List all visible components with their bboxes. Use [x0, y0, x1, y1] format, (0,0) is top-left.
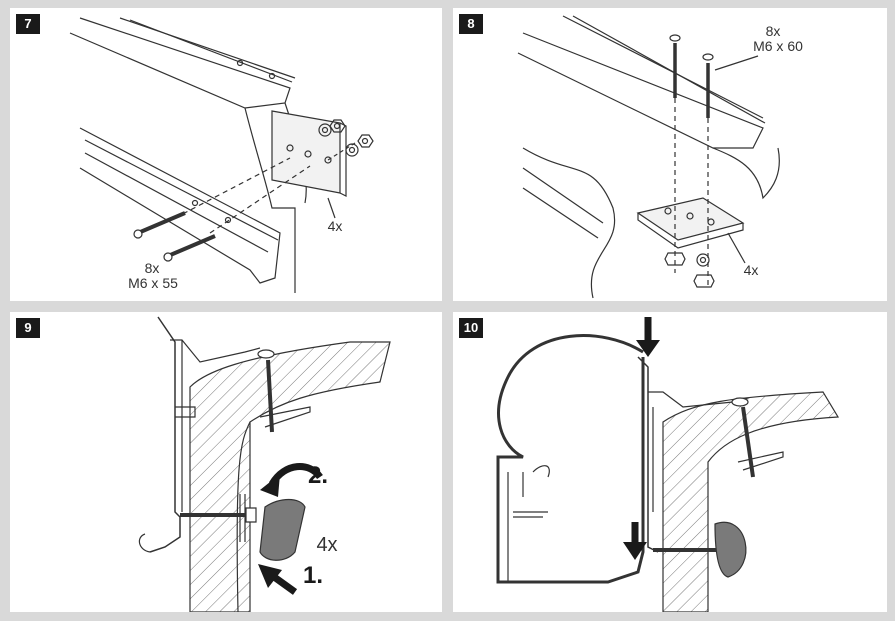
push-arrow-icon [258, 564, 282, 588]
step-number-badge: 7 [16, 14, 40, 34]
step-10-panel: 10 [453, 312, 887, 612]
step-number-badge: 9 [16, 318, 40, 338]
step-number-badge: 8 [459, 14, 483, 34]
rotate-arrow-icon [260, 474, 280, 497]
step-2-label: 2. [308, 462, 329, 489]
plate-quantity-label: 4x [743, 262, 759, 278]
arrow-down-icon [636, 340, 660, 357]
bolt-quantity-label: 8x [144, 260, 160, 276]
plate-quantity-label: 4x [327, 218, 343, 234]
step-number-badge: 10 [459, 318, 483, 338]
arrow-down-icon [623, 542, 647, 560]
bolt-size-label: M6 x 55 [128, 275, 178, 291]
bolt-size-label: M6 x 60 [753, 38, 803, 54]
step-7-illustration [69, 17, 374, 293]
step-8-panel: 8 8x M6 x 60 4x [453, 8, 887, 301]
step-10-illustration [496, 317, 840, 612]
step-8-illustration [517, 15, 780, 299]
step-9-illustration [138, 316, 391, 612]
step-1-label: 1. [303, 562, 324, 589]
bolt-quantity-label: 8x [765, 23, 781, 39]
quantity-label: 4x [316, 534, 338, 556]
step-9-panel: 9 2. 4x 1. [10, 312, 442, 612]
step-7-panel: 7 [10, 8, 442, 301]
